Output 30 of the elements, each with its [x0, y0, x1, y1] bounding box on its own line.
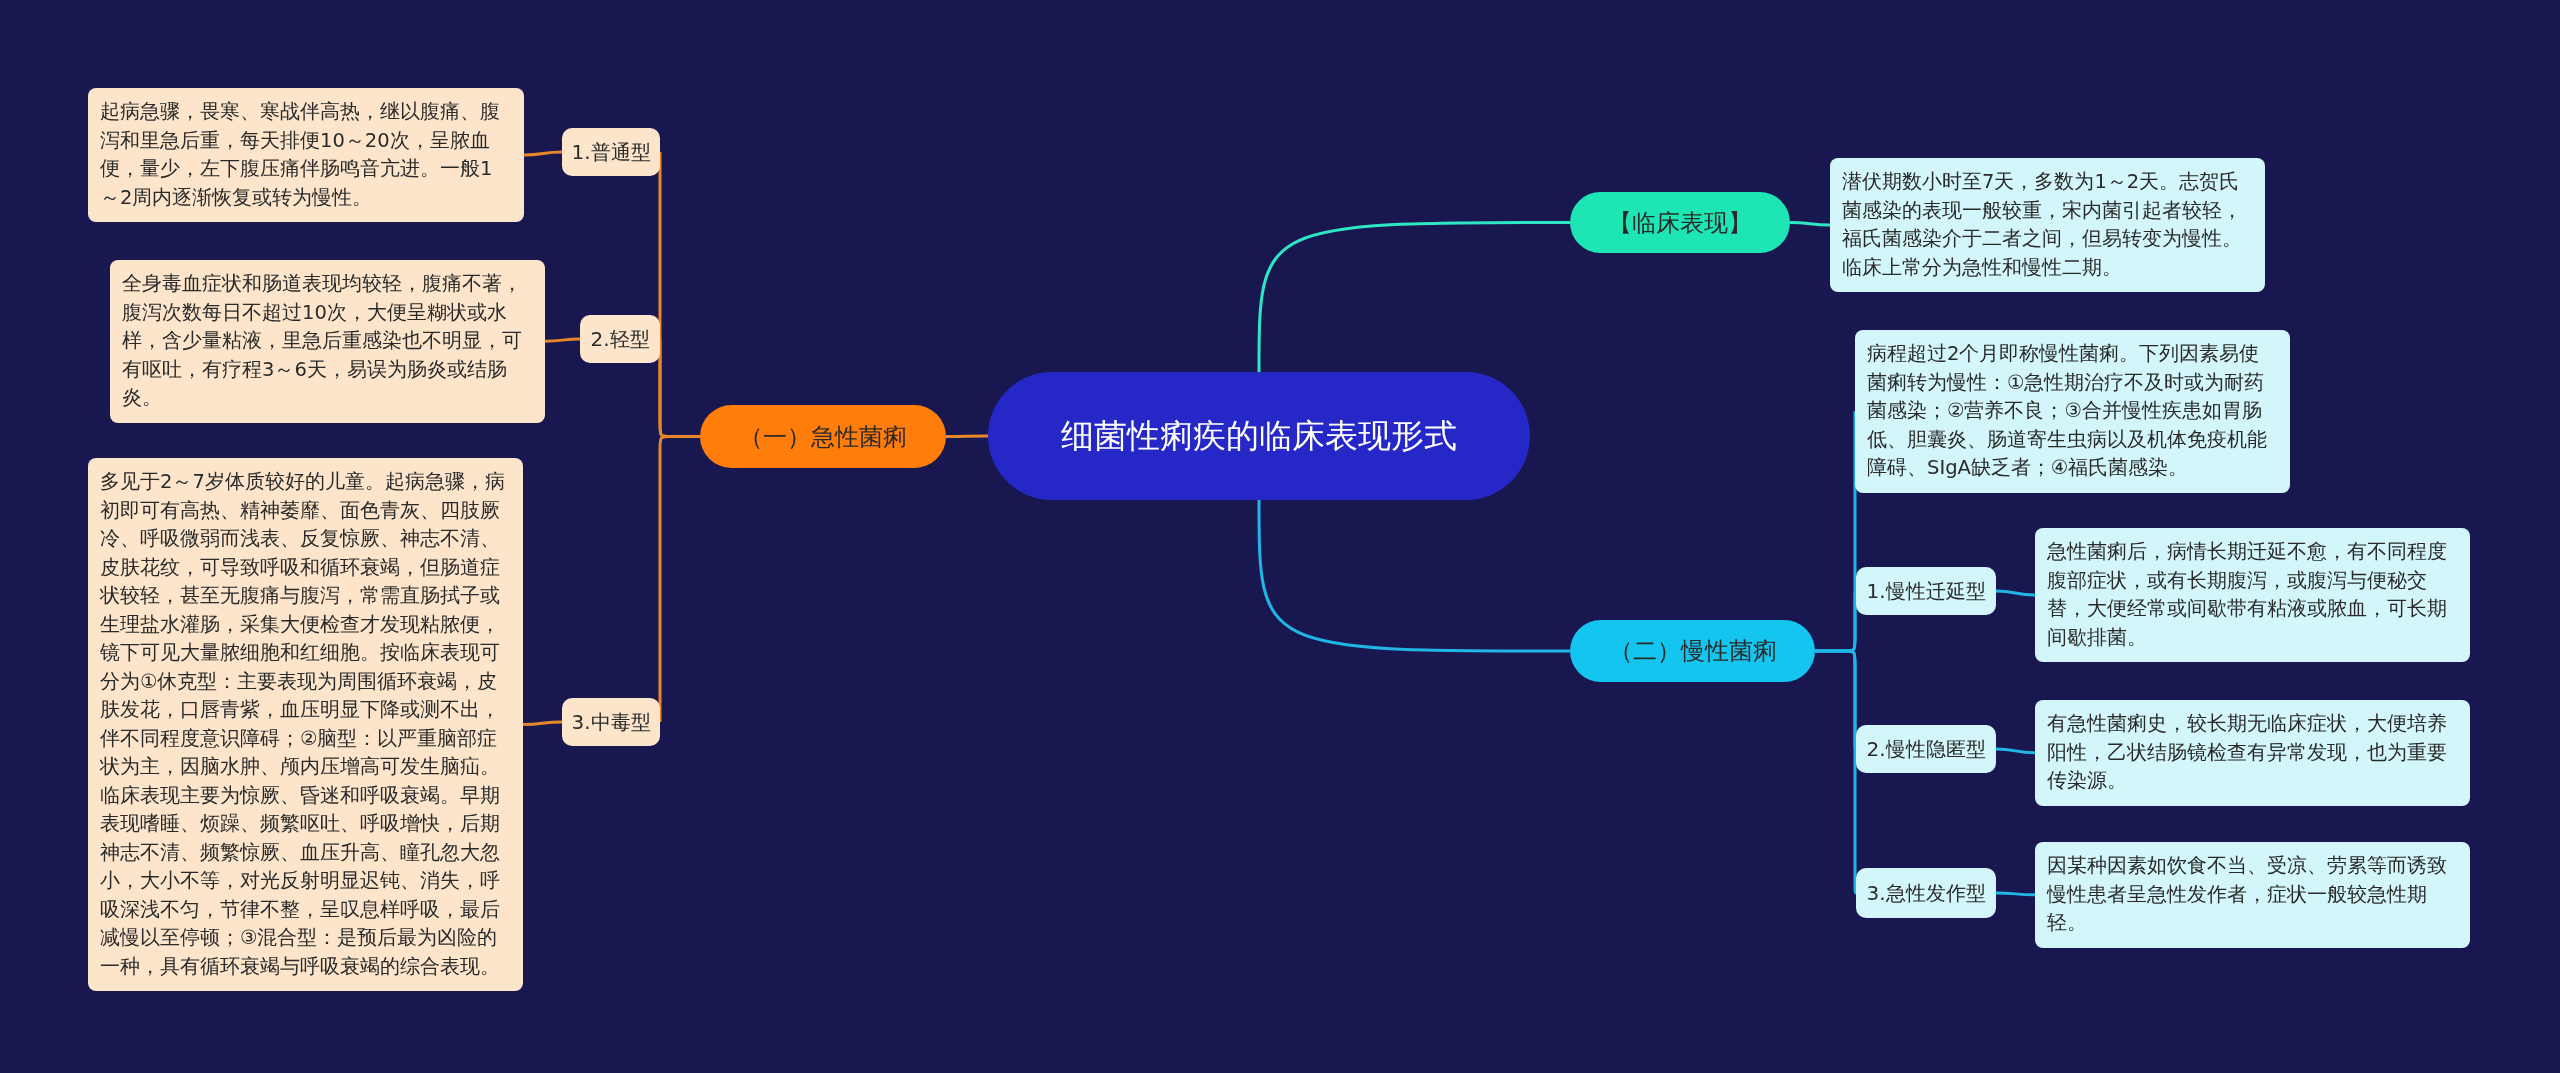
note-box: 潜伏期数小时至7天，多数为1～2天。志贺氏菌感染的表现一般较重，宋内菌引起者较轻，福氏菌感染介于二者之间，但易转变为慢性。临床上常分为急性和慢性二期。: [1830, 158, 2265, 292]
connector-line: [1790, 221, 1830, 227]
connector-line: [1995, 747, 2036, 755]
note-box: 多见于2～7岁体质较好的儿童。起病急骤，病初即可有高热、精神萎靡、面色青灰、四肢厥冷、呼吸微弱而浅表、反复惊厥、神志不清、皮肤花纹，可导致呼吸和循环衰竭，但肠道症状较轻，甚至无腹痛与腹泻，常需直肠拭子或生理盐水灌肠，采集大便检查才发现粘脓便，镜下可见大量脓细胞和红细胞。按临床表现可分为①休克型：主要表现为周围循环衰竭，皮肤发花，口唇青紫，血压明显下降或测不出，伴不同程度意识障碍；②脑型：以严重脑部症状为主，因脑水肿、颅内压增高可发生脑疝。临床表现主要为惊厥、昏迷和呼吸衰竭。早期表现嗜睡、烦躁、频繁呕吐、呼吸增快，后期神志不清、频繁惊厥、血压升高、瞳孔忽大忽小，大小不等，对光反射明显迟钝、消失，呼吸深浅不匀，节律不整，呈叹息样呼吸，最后减慢以至停顿；③混合型：是预后最为凶险的一种，具有循环衰竭与呼吸衰竭的综合表现。: [88, 458, 523, 991]
connector-line: [523, 720, 562, 726]
note-box: 有急性菌痢史，较长期无临床症状，大便培养阳性，乙状结肠镜检查有异常发现，也为重要传染源。: [2035, 700, 2470, 806]
connector-line: [1257, 500, 1570, 653]
subtopic-box: 2.轻型: [580, 315, 660, 363]
connector-line: [1815, 649, 1858, 894]
central-topic: 细菌性痢疾的临床表现形式: [988, 372, 1530, 500]
note-box: 急性菌痢后，病情长期迁延不愈，有不同程度腹部症状，或有长期腹泻，或腹泻与便秘交替，大便经常或间歇带有粘液或脓血，可长期间歇排菌。: [2035, 528, 2470, 662]
subtopic-box: 2.慢性隐匿型: [1856, 725, 1996, 773]
branch-topic: （一）急性菌痢: [700, 405, 946, 468]
connector-line: [1996, 891, 2035, 897]
connector-line: [658, 435, 700, 722]
connector-line: [1995, 589, 2036, 597]
subtopic-box: 1.慢性迁延型: [1856, 567, 1996, 615]
branch-topic: （二）慢性菌痢: [1570, 620, 1815, 682]
branch-topic: 【临床表现】: [1570, 192, 1790, 253]
connector-line: [523, 150, 563, 157]
connector-line: [946, 434, 988, 438]
note-box: 全身毒血症状和肠道表现均较轻，腹痛不著，腹泻次数每日不超过10次，大便呈糊状或水样，含少量粘液，里急后重感染也不明显，可有呕吐，有疗程3～6天，易误为肠炎或结肠炎。: [110, 260, 545, 423]
note-box: 起病急骤，畏寒、寒战伴高热，继以腹痛、腹泻和里急后重，每天排便10～20次，呈脓血便，量少，左下腹压痛伴肠鸣音亢进。一般1～2周内逐渐恢复或转为慢性。: [88, 88, 524, 222]
connector-line: [1257, 221, 1570, 372]
subtopic-box: 3.中毒型: [562, 698, 660, 746]
note-box: 病程超过2个月即称慢性菌痢。下列因素易使菌痢转为慢性：①急性期治疗不及时或为耐药菌感染；②营养不良；③合并慢性疾患如胃肠低、胆囊炎、肠道寄生虫病以及机体免疫机能障碍、SIgA缺乏者；④福氏菌感染。: [1855, 330, 2290, 493]
subtopic-box: 3.急性发作型: [1856, 868, 1996, 918]
note-box: 因某种因素如饮食不当、受凉、劳累等而诱致慢性患者呈急性发作者，症状一般较急性期轻。: [2035, 842, 2470, 948]
connector-line: [545, 337, 580, 343]
subtopic-box: 1.普通型: [562, 128, 660, 176]
